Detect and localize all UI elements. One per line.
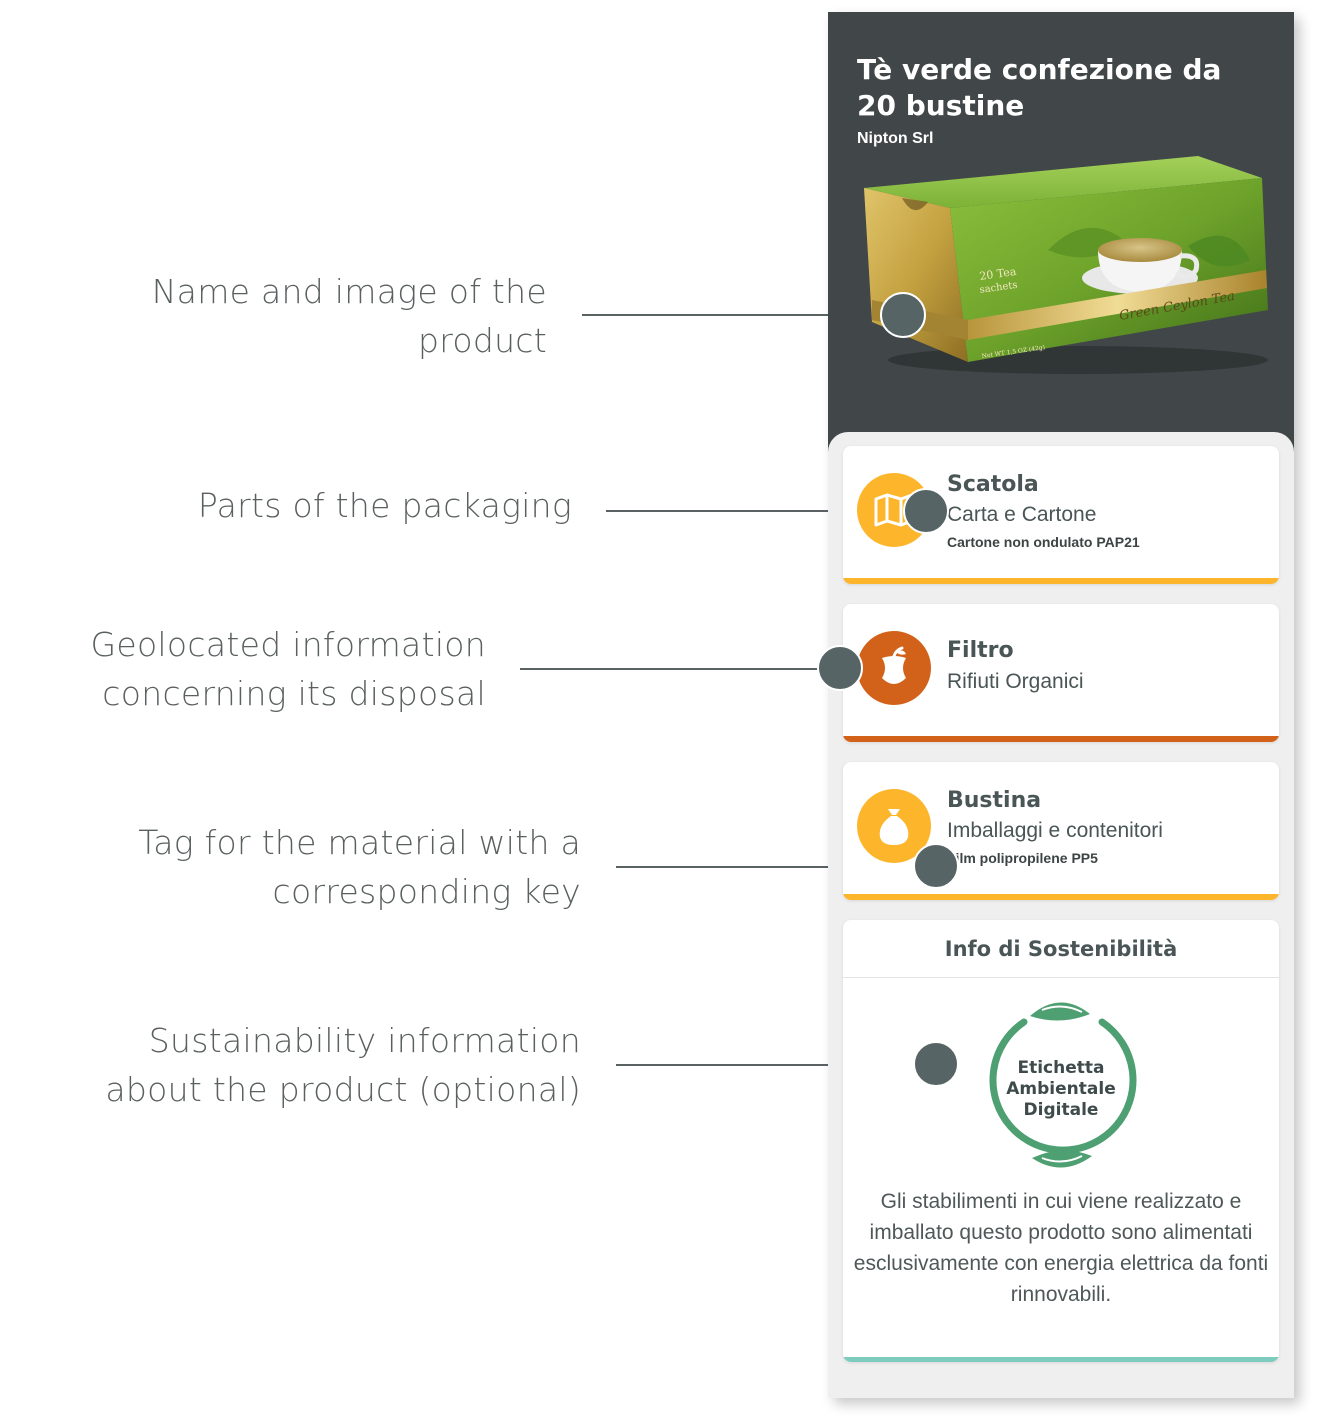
leader-line-disposal bbox=[520, 668, 840, 670]
material-code: Cartone non ondulato PAP21 bbox=[947, 534, 1140, 550]
callout-dot-material-tag bbox=[913, 843, 959, 889]
product-header: Tè verde confezione da 20 bustine Nipton… bbox=[828, 12, 1294, 482]
bag-icon bbox=[879, 809, 909, 845]
callout-dot-disposal bbox=[817, 645, 863, 691]
annotation-disposal: Geolocated information concerning its di… bbox=[90, 625, 486, 713]
packaging-name: Scatola bbox=[947, 472, 1039, 497]
callout-dot-packaging-parts bbox=[903, 488, 949, 534]
material-tag-circle bbox=[857, 631, 931, 705]
card-accent-bar bbox=[843, 578, 1279, 584]
annotation-product: Name and image of the product bbox=[151, 272, 547, 360]
packaging-name: Filtro bbox=[947, 638, 1014, 663]
card-accent-bar bbox=[843, 736, 1279, 742]
packaging-card-bustina[interactable]: Bustina Imballaggi e contenitori Film po… bbox=[843, 762, 1279, 900]
leader-line-material-tag bbox=[616, 866, 936, 868]
eco-label-text: Etichetta Ambientale Digitale bbox=[1006, 1058, 1116, 1120]
product-brand: Nipton Srl bbox=[857, 130, 934, 147]
leader-line-sustainability bbox=[616, 1064, 936, 1066]
content-sheet: Scatola Carta e Cartone Cartone non ondu… bbox=[828, 432, 1294, 1398]
leader-line-packaging-parts bbox=[606, 510, 926, 512]
annotation-material-tag: Tag for the material with a correspondin… bbox=[138, 823, 581, 911]
phone-screen: Tè verde confezione da 20 bustine Nipton… bbox=[828, 12, 1294, 1398]
sustainability-body: Gli stabilimenti in cui viene realizzato… bbox=[853, 1190, 1269, 1306]
material-code: Film polipropilene PP5 bbox=[947, 850, 1098, 866]
card-accent-bar bbox=[843, 894, 1279, 900]
packaging-card-filtro[interactable]: Filtro Rifiuti Organici bbox=[843, 604, 1279, 742]
packaging-category: Imballaggi e contenitori bbox=[947, 819, 1163, 842]
eco-label-logo bbox=[989, 1002, 1137, 1168]
packaging-name: Bustina bbox=[947, 788, 1042, 813]
callout-dot-sustainability bbox=[913, 1041, 959, 1087]
packaging-category: Rifiuti Organici bbox=[947, 670, 1084, 693]
packaging-category: Carta e Cartone bbox=[947, 503, 1097, 526]
sustainability-title: Info di Sostenibilità bbox=[843, 920, 1279, 978]
callout-dot-product bbox=[880, 292, 926, 338]
box-sachets-text-2: sachets bbox=[979, 280, 1018, 296]
annotation-packaging-parts: Parts of the packaging bbox=[197, 486, 572, 525]
product-title: Tè verde confezione da 20 bustine bbox=[857, 53, 1222, 122]
card-accent-bar bbox=[843, 1357, 1279, 1362]
box-sachets-text-1: 20 Tea bbox=[979, 265, 1018, 283]
product-image: 20 Tea sachets Green Ceylon Tea Net WT 1… bbox=[864, 156, 1268, 374]
annotation-sustainability: Sustainability information about the pro… bbox=[105, 1021, 581, 1109]
leader-line-product bbox=[582, 314, 902, 316]
apple-core-icon bbox=[882, 646, 906, 684]
sustainability-card: Info di Sostenibilità Etichetta Ambienta… bbox=[843, 920, 1279, 1362]
